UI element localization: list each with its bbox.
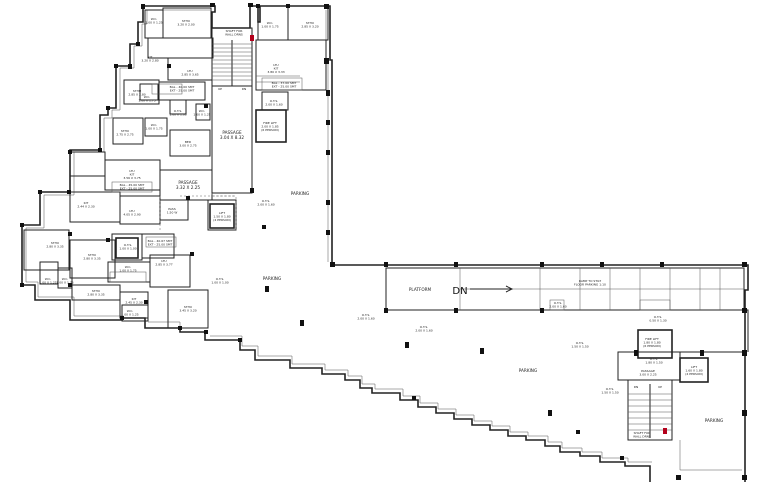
- east-core: [617, 309, 749, 471]
- platform-strip: [385, 267, 745, 311]
- marker-top: [250, 35, 254, 41]
- room-ots-top: O.T.S.2.00 X 1.60: [265, 99, 282, 106]
- room-ots-d: O.T.S.1.00 X 1.00: [211, 277, 228, 284]
- area-labels: PLATFORM DN PARKING PARKING PARKING PARK…: [263, 191, 723, 423]
- parking-label-4: PARKING: [705, 418, 723, 423]
- room-wc-top: W.C.1.00 X 1.75: [261, 21, 278, 28]
- room-ots-e: O.T.S.2.00 X 1.60: [357, 313, 374, 320]
- room-ots-b: O.T.S.2.00 X 1.60: [257, 199, 274, 206]
- parking-label-3: PARKING: [519, 368, 537, 373]
- room-wc-b: W.C.1.00 X 1.75: [138, 95, 155, 102]
- room-wc-f: W.C.1.00 X 1.75: [56, 277, 73, 284]
- room-wc-e: W.C.1.00 X 1.25: [39, 277, 56, 284]
- room-ots-c: O.T.S.1.00 X 1.00: [119, 243, 136, 250]
- room-ots-h: O.T.S.1.50 X 1.50: [601, 387, 618, 394]
- room-wc-g: W.C.1.00 X 1.75: [119, 265, 136, 272]
- stair-dn-label: DN: [242, 87, 247, 91]
- room-ots-g: O.T.S.1.50 X 1.50: [571, 341, 588, 348]
- interior-walls: [23, 5, 329, 329]
- room-ots-k: O.T.S.1.80 X 1.50: [645, 357, 662, 364]
- room-ots-j: O.T.S.0.50 X 1.30: [649, 315, 666, 322]
- marker-bottom: [663, 428, 667, 434]
- room-ots-a: O.T.S.1.00 X 1.00: [169, 109, 186, 116]
- stair-up-label-east: UP: [658, 385, 662, 389]
- room-ots-i: O.T.S.2.00 X 1.60: [549, 301, 566, 308]
- room-wc-h: W.C.1.00 X 1.25: [121, 309, 138, 316]
- stair-notes: UP DN DN UP: [218, 87, 662, 389]
- columns: [20, 3, 747, 480]
- stair-up-label: UP: [218, 87, 222, 91]
- platform-label: PLATFORM: [409, 287, 432, 292]
- room-wc-c: W.C.1.00 X 1.25: [193, 109, 210, 116]
- parking-label-2: PARKING: [263, 276, 281, 281]
- room-wc-d: W.C.1.00 X 1.75: [145, 123, 162, 130]
- room-wc-a: W.C.1.00 X 1.25: [145, 17, 162, 24]
- stair-dn-label-east: DN: [634, 385, 639, 389]
- ramp-direction-label: DN: [452, 286, 467, 297]
- room-ots-f: O.T.S.2.00 X 1.60: [415, 325, 432, 332]
- parking-label-1: PARKING: [291, 191, 309, 196]
